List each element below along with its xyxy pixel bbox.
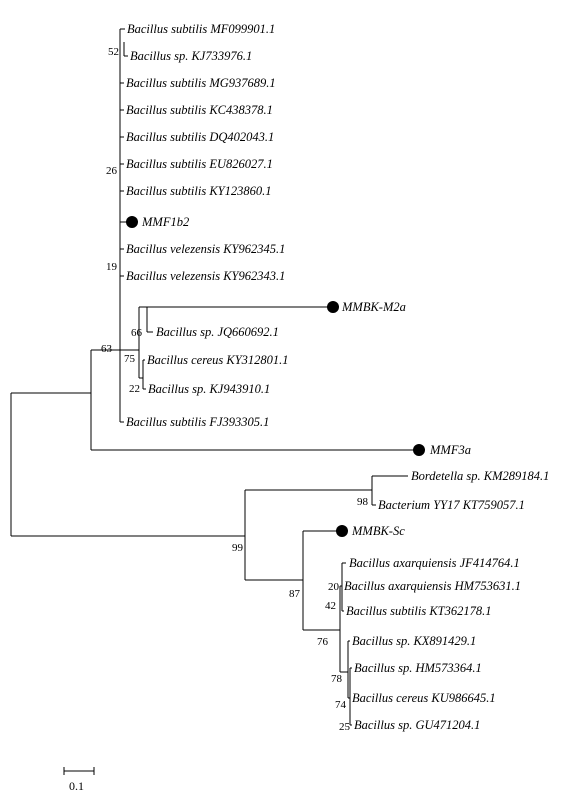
leaf-label: Bacterium YY17 KT759057.1	[378, 498, 525, 512]
sample-marker-mmf3a	[413, 444, 425, 456]
scale-bar-label: 0.1	[69, 779, 84, 793]
bootstrap-value: 66	[131, 327, 143, 339]
leaf-labels: Bacillus subtilis MF099901.1 Bacillus sp…	[126, 22, 549, 732]
bootstrap-value: 19	[106, 261, 118, 273]
leaf-label: Bacillus velezensis KY962345.1	[126, 242, 285, 256]
leaf-label: Bacillus subtilis MG937689.1	[126, 76, 276, 90]
leaf-label: Bacillus subtilis DQ402043.1	[126, 130, 274, 144]
leaf-label: Bacillus axarquiensis JF414764.1	[349, 556, 520, 570]
bootstrap-value: 74	[335, 699, 347, 711]
leaf-label: MMF1b2	[141, 215, 189, 229]
bootstrap-value: 22	[129, 383, 140, 395]
bootstrap-value: 99	[232, 542, 244, 554]
sample-marker-mmbk-m2a	[327, 301, 339, 313]
leaf-label: Bacillus sp. HM573364.1	[354, 661, 482, 675]
bootstrap-value: 52	[108, 46, 119, 58]
leaf-label: Bacillus axarquiensis HM753631.1	[344, 579, 521, 593]
tree-branches	[10, 28, 413, 726]
bootstrap-value: 25	[339, 721, 351, 733]
sample-marker-mmbk-sc	[336, 525, 348, 537]
leaf-label: MMF3a	[429, 443, 471, 457]
leaf-label: Bacillus subtilis KY123860.1	[126, 184, 272, 198]
leaf-label: Bacillus sp. GU471204.1	[354, 718, 480, 732]
bootstrap-value: 42	[325, 600, 336, 612]
bootstrap-value: 75	[124, 353, 136, 365]
leaf-label: Bacillus subtilis KT362178.1	[346, 604, 492, 618]
leaf-label: Bacillus sp. KJ943910.1	[148, 382, 270, 396]
bootstrap-values: 52 26 19 63 66 75 22 98 99 87 20 42 76 7…	[101, 46, 369, 733]
sample-markers	[126, 216, 425, 537]
leaf-label: Bacillus sp. KX891429.1	[352, 634, 476, 648]
leaf-label: MMBK-Sc	[351, 524, 405, 538]
bootstrap-value: 87	[289, 588, 301, 600]
bootstrap-value: 26	[106, 165, 118, 177]
bootstrap-value: 20	[328, 581, 340, 593]
leaf-label: Bacillus subtilis FJ393305.1	[126, 415, 269, 429]
leaf-label: Bacillus subtilis MF099901.1	[127, 22, 275, 36]
bootstrap-value: 98	[357, 496, 369, 508]
sample-marker-mmf1b2	[126, 216, 138, 228]
leaf-label: Bacillus subtilis KC438378.1	[126, 103, 273, 117]
leaf-label: MMBK-M2a	[341, 300, 406, 314]
scale-bar: 0.1	[63, 767, 95, 793]
leaf-label: Bacillus sp. JQ660692.1	[156, 325, 279, 339]
leaf-label: Bacillus cereus KY312801.1	[147, 353, 289, 367]
bootstrap-value: 76	[317, 636, 329, 648]
bootstrap-value: 78	[331, 673, 343, 685]
leaf-label: Bacillus subtilis EU826027.1	[126, 157, 273, 171]
leaf-label: Bacillus cereus KU986645.1	[352, 691, 496, 705]
leaf-label: Bordetella sp. KM289184.1	[411, 469, 549, 483]
leaf-label: Bacillus velezensis KY962343.1	[126, 269, 285, 283]
leaf-label: Bacillus sp. KJ733976.1	[130, 49, 252, 63]
bootstrap-value: 63	[101, 343, 113, 355]
